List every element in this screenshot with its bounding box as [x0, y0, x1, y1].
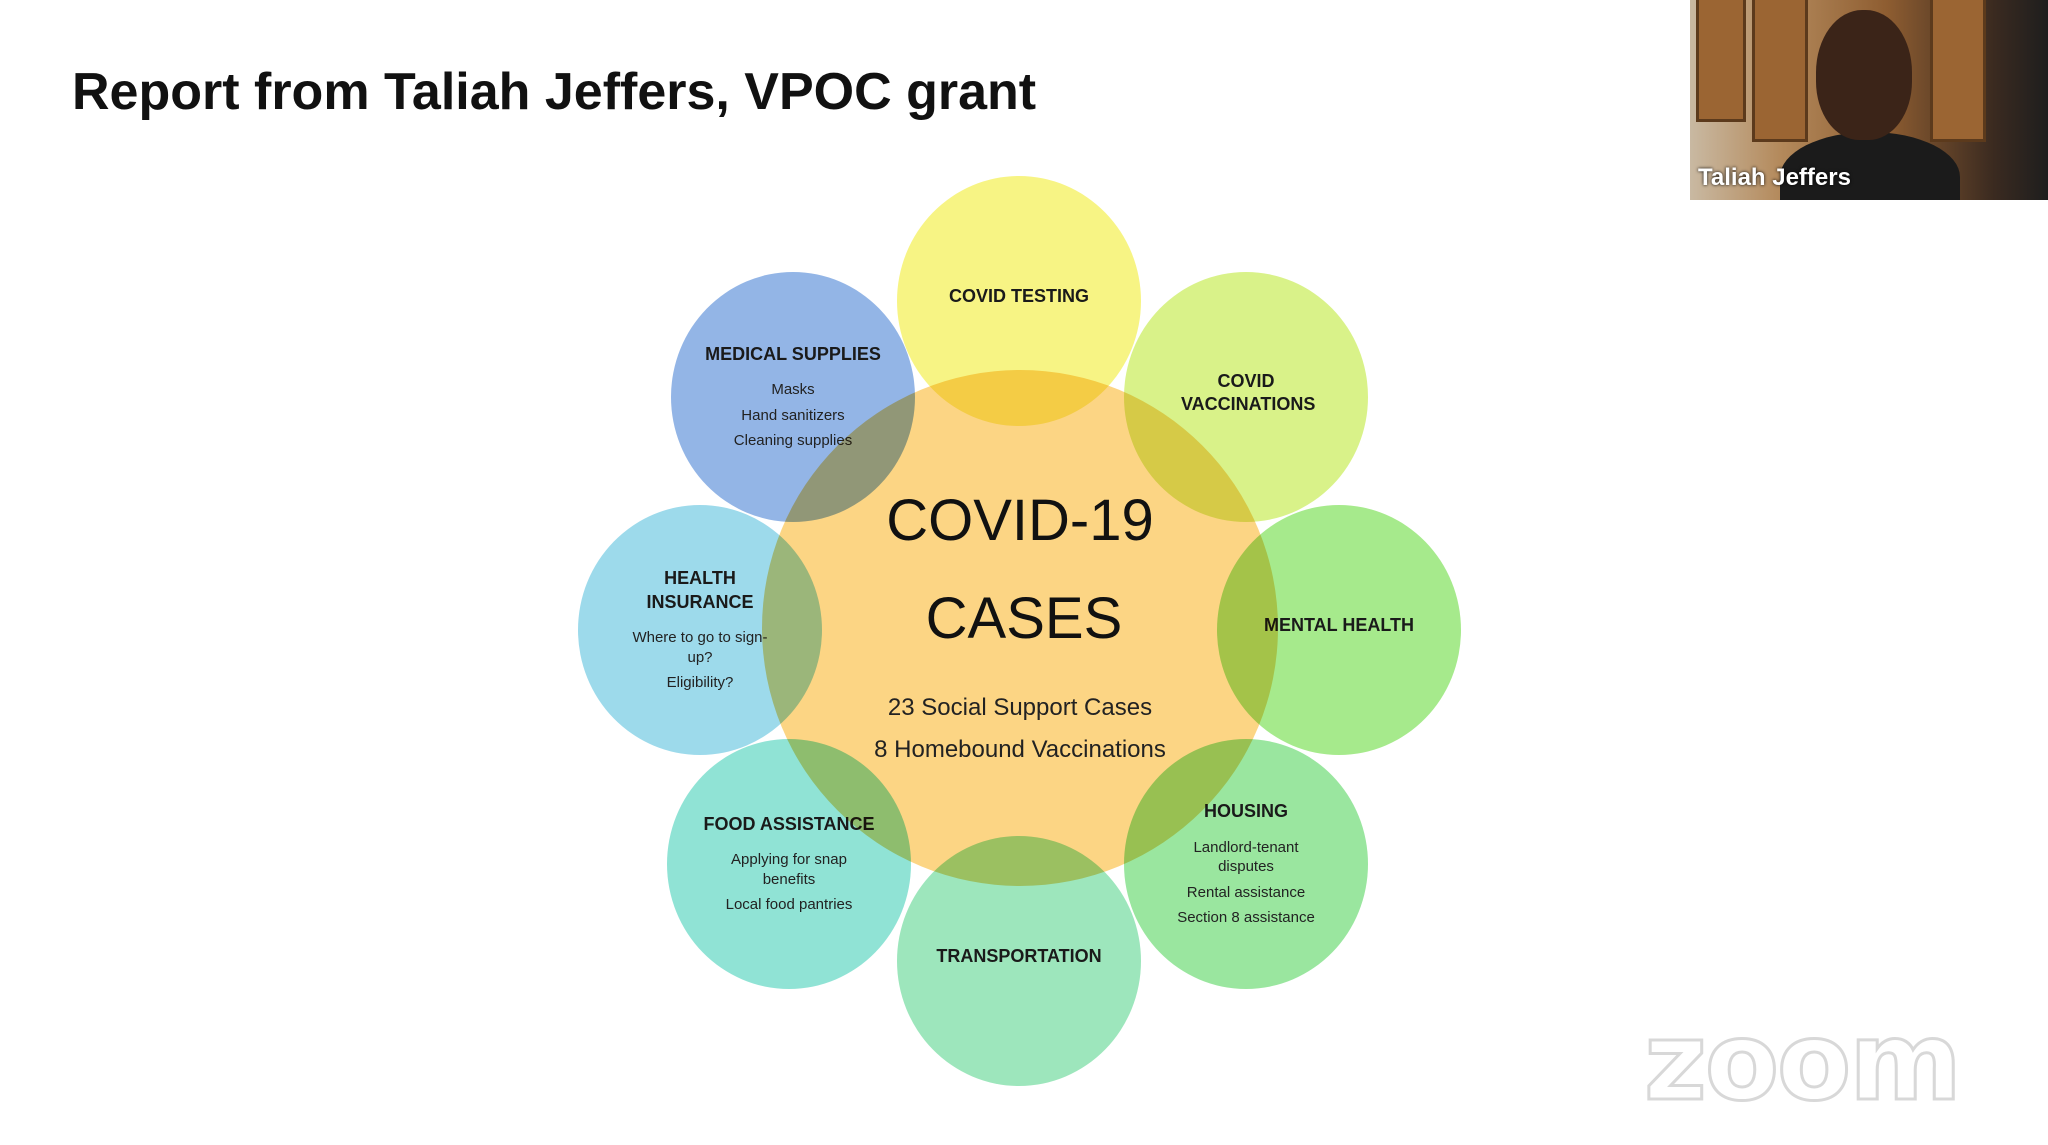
bubble-covid-testing: COVID TESTING: [897, 176, 1141, 426]
bubble-item: Eligibility?: [666, 674, 734, 692]
zoom-logo-watermark: zoom: [1643, 999, 1964, 1127]
bubble-covid-vaccinations: COVID VACCINATIONS: [1124, 272, 1368, 522]
bubble-item: Where to go to sign-up?: [632, 629, 768, 666]
bubble-housing: HOUSING Landlord-tenant disputes Rental …: [1124, 739, 1368, 989]
bubble-label: TRANSPORTATION: [936, 946, 1102, 967]
bubble-health-insurance: HEALTH INSURANCE Where to go to sign-up?…: [578, 505, 822, 755]
slide-title: Report from Taliah Jeffers, VPOC grant: [72, 63, 1037, 121]
bubble-item: Local food pantries: [725, 896, 853, 914]
bubble-label: MEDICAL SUPPLIES: [705, 344, 881, 365]
bubble-label: COVID TESTING: [948, 286, 1089, 307]
bubble-item: Masks: [771, 381, 815, 399]
bubble-mental-health: MENTAL HEALTH: [1217, 505, 1461, 755]
bubble-label: COVID VACCINATIONS: [1181, 370, 1316, 414]
participant-name: Taliah Jeffers: [1698, 164, 1851, 191]
bubble-label: HOUSING: [1203, 801, 1288, 822]
bubble-item: Rental assistance: [1186, 883, 1306, 901]
video-background-cabinet: [1930, 0, 1986, 142]
bubble-medical-supplies: MEDICAL SUPPLIES Masks Hand sanitizers C…: [671, 272, 915, 522]
bubble-item: Section 8 assistance: [1177, 909, 1315, 927]
bubble-item: Cleaning supplies: [733, 432, 853, 450]
video-background-cabinet: [1752, 0, 1808, 142]
participant-video-tile[interactable]: Taliah Jeffers: [1690, 0, 2048, 200]
video-background-cabinet: [1696, 0, 1746, 122]
participant-face: [1816, 10, 1912, 140]
participant-body: [1780, 132, 1960, 200]
bubble-label: MENTAL HEALTH: [1264, 615, 1414, 636]
bubble-item: Applying for snap benefits: [731, 851, 847, 888]
bubble-label: FOOD ASSISTANCE: [703, 814, 875, 835]
bubble-transportation: TRANSPORTATION: [897, 836, 1141, 1086]
bubble-item: Landlord-tenant disputes: [1193, 838, 1299, 876]
bubble-food-assistance: FOOD ASSISTANCE Applying for snap benefi…: [667, 739, 911, 989]
bubble-label: HEALTH INSURANCE: [646, 568, 754, 612]
bubble-item: Hand sanitizers: [741, 406, 845, 424]
